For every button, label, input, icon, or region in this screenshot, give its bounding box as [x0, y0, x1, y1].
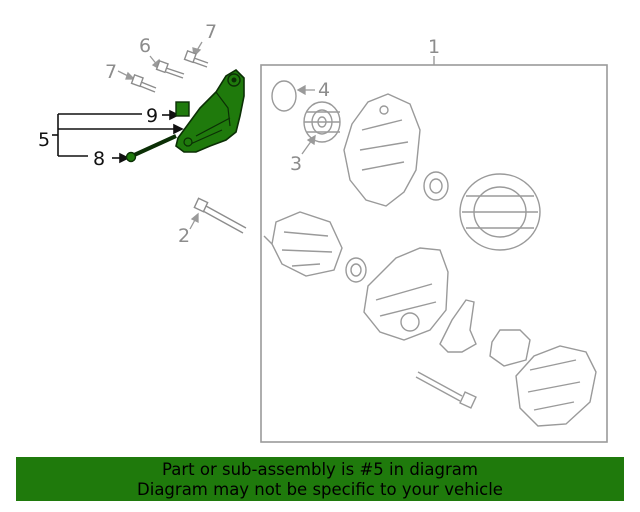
alternator-bracket-highlight[interactable]: [125, 68, 245, 163]
callout-8[interactable]: 8: [93, 148, 105, 170]
callout-9[interactable]: 9: [146, 105, 158, 127]
bolt-parts: [130, 49, 247, 234]
banner-line-1: Part or sub-assembly is #5 in diagram: [162, 460, 478, 479]
callout-4[interactable]: 4: [318, 79, 330, 101]
callout-5[interactable]: 5: [38, 129, 50, 151]
parts-diagram: 1 2 3 4 6 7 7 5 8 9: [38, 21, 608, 443]
callout-7-top[interactable]: 7: [205, 21, 217, 43]
callout-1[interactable]: 1: [428, 36, 440, 58]
info-banner: Part or sub-assembly is #5 in diagram Di…: [16, 457, 624, 501]
callout-2[interactable]: 2: [178, 225, 190, 247]
callout-3[interactable]: 3: [290, 153, 302, 175]
alternator-internals: [263, 80, 597, 427]
banner-line-2: Diagram may not be specific to your vehi…: [137, 480, 503, 499]
callout-6[interactable]: 6: [139, 35, 151, 57]
callout-7-left[interactable]: 7: [105, 61, 117, 83]
